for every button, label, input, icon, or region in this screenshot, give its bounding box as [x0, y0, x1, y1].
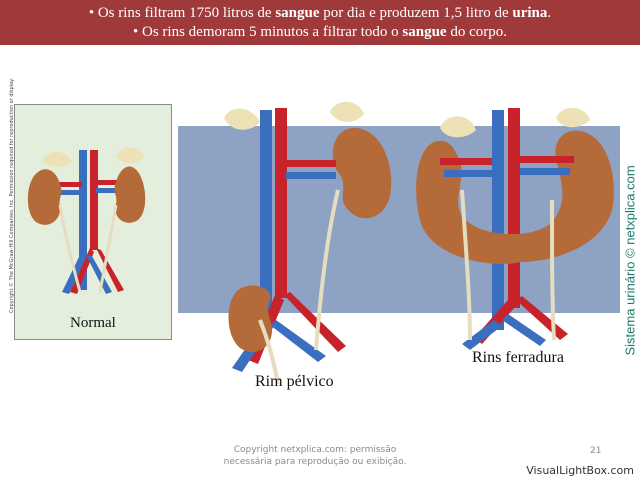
footer-copyright: Copyright netxplica.com: permissão neces… — [210, 444, 420, 468]
keyword-sangue: sangue — [275, 5, 320, 21]
normal-vena-cava — [79, 150, 87, 290]
normal-ureter-left — [58, 204, 82, 293]
horseshoe-adrenal-left — [440, 116, 476, 138]
horseshoe-iliac-vein-left — [462, 320, 502, 350]
horseshoe-aorta — [508, 108, 520, 308]
pelvic-adrenal-right — [330, 101, 364, 122]
pelvic-kidney-upper — [332, 127, 392, 219]
pelvic-kidney-low — [228, 285, 272, 352]
normal-aorta — [90, 150, 98, 250]
horseshoe-iliac-vein-right — [502, 314, 546, 346]
normal-ureter-right — [98, 204, 118, 293]
normal-kidneys-figure — [27, 147, 146, 294]
normal-kidney-right — [114, 166, 146, 223]
normal-adrenal-right — [116, 147, 144, 163]
slide-header: • Os rins filtram 1750 litros de sangue … — [0, 0, 640, 45]
page-number: 21 — [590, 446, 602, 456]
pelvic-adrenal-left — [224, 108, 260, 130]
label-rins-ferradura: Rins ferradura — [472, 349, 564, 366]
normal-iliac-vein-right — [86, 255, 112, 294]
pelvic-iliac-artery-right — [284, 292, 346, 352]
header-line-1: • Os rins filtram 1750 litros de sangue … — [88, 5, 552, 21]
normal-iliac-artery-right — [96, 248, 124, 292]
keyword-sangue-2: sangue — [402, 24, 447, 40]
header-line-2: • Os rins demoram 5 minutos a filtrar to… — [133, 24, 507, 40]
label-normal: Normal — [70, 315, 116, 331]
label-rim-pelvico: Rim pélvico — [255, 373, 334, 390]
normal-adrenal-left — [42, 151, 72, 167]
watermark: VisualLightBox.com — [526, 464, 634, 477]
pelvic-iliac-vein-right — [270, 320, 326, 362]
horseshoe-ureter-right — [550, 199, 556, 341]
horseshoe-ureter-left — [460, 189, 472, 341]
side-credit-label: Sistema urinário © netxplica.com — [622, 165, 638, 356]
pelvic-kidney-figure — [224, 101, 392, 385]
footer-line-2: necessária para reprodução ou exibição. — [223, 457, 407, 467]
horseshoe-vena-cava — [492, 110, 504, 330]
pelvic-ureter-right — [314, 189, 340, 351]
keyword-urina: urina — [512, 5, 548, 21]
pelvic-vena-cava — [260, 110, 272, 330]
pelvic-ureter-left — [258, 319, 280, 385]
normal-kidney-left — [27, 169, 62, 225]
horseshoe-adrenal-right — [556, 107, 590, 128]
horseshoe-kidney-figure — [416, 107, 614, 350]
pelvic-aorta — [275, 108, 287, 298]
footer-line-1: Copyright netxplica.com: permissão — [233, 445, 397, 455]
